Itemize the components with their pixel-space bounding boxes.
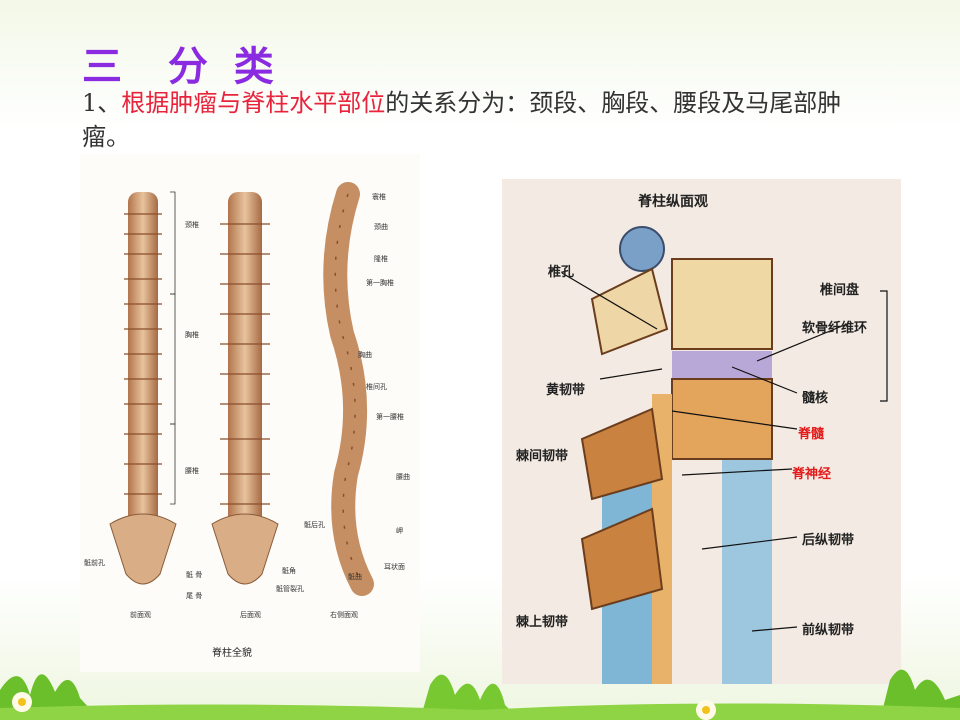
subtitle-number: 1、 (82, 89, 122, 117)
label-supraspinous-ligament: 棘上韧带 (516, 615, 569, 630)
label-posterior-longitudinal-ligament: 后纵韧带 (802, 533, 855, 548)
label-vertebra-prominens: 隆椎 (374, 255, 388, 263)
slide-title: 三 分 类 (82, 44, 280, 90)
label-cervical: 颈椎 (185, 221, 199, 229)
view-side-caption: 右侧面观 (330, 611, 358, 619)
section-title: 脊柱纵面观 (638, 194, 708, 210)
spine-overview-figure: 颈椎 胸椎 腰椎 骶前孔 骶 骨 尾 骨 骶后孔 骶角 骶管裂孔 隆椎 颈曲 第… (80, 154, 420, 672)
label-coccyx: 尾 骨 (186, 592, 203, 600)
label-sacrum: 骶 骨 (186, 571, 203, 579)
label-anterior-sacral-foramen: 骶前孔 (84, 559, 105, 567)
label-intervertebral-foramen: 椎间孔 (366, 383, 387, 391)
subtitle-highlight: 根据肿瘤与脊柱水平部位 (121, 89, 386, 117)
spine-illustration (109, 182, 374, 596)
view-front-caption: 前面观 (130, 611, 151, 619)
label-anterior-longitudinal-ligament: 前纵韧带 (802, 623, 855, 638)
label-first-thoracic: 第一胸椎 (366, 279, 394, 287)
label-interspinous-ligament: 棘间韧带 (516, 449, 569, 464)
label-promontory: 岬 (396, 527, 403, 535)
view-back-caption: 后面观 (240, 611, 261, 619)
spine-front-view (109, 192, 177, 585)
label-intervertebral-disc: 椎间盘 (820, 283, 860, 298)
label-posterior-sacral-foramen: 骶后孔 (304, 521, 325, 529)
label-ligamentum-flavum: 黄韧带 (546, 383, 586, 398)
label-thoracic-curve: 胸曲 (358, 351, 372, 359)
subtitle-text: 的关系分为：颈段、胸段、腰段及马尾部肿瘤。 (82, 89, 842, 151)
label-sacral-hiatus: 骶管裂孔 (276, 585, 304, 593)
label-sacral-curve: 骶曲 (348, 573, 362, 581)
label-auricular-surface: 耳状面 (384, 563, 405, 571)
label-vertebral-foramen: 椎孔 (548, 265, 575, 280)
label-atlas: 寰椎 (372, 193, 386, 201)
spine-longitudinal-figure: 脊柱纵面观 椎孔 椎间盘 软骨纤维环 髓核 黄韧带 脊髓 脊神经 棘间韧带 后纵… (502, 179, 901, 684)
label-spinal-nerve: 脊神经 (792, 467, 832, 482)
label-nucleus-pulposus: 髓核 (802, 391, 829, 406)
label-cervical-curve: 颈曲 (374, 223, 388, 231)
label-thoracic: 胸椎 (185, 331, 199, 339)
figure-caption: 脊柱全貌 (212, 648, 252, 659)
grass-decoration (0, 669, 960, 720)
spine-back-view (211, 192, 279, 585)
label-first-lumbar: 第一腰椎 (376, 413, 404, 421)
label-lumbar-curve: 腰曲 (396, 473, 410, 481)
label-lumbar: 腰椎 (185, 467, 199, 475)
label-spinal-cord: 脊髓 (798, 427, 825, 442)
label-sacral-cornu: 骶角 (282, 567, 296, 575)
label-annulus-fibrosus: 软骨纤维环 (802, 321, 868, 336)
spine-section-illustration (561, 226, 888, 684)
slide-subtitle: 1、根据肿瘤与脊柱水平部位的关系分为：颈段、胸段、腰段及马尾部肿瘤。 (82, 86, 882, 154)
region-brackets (170, 191, 176, 505)
spine-side-view (323, 182, 374, 596)
